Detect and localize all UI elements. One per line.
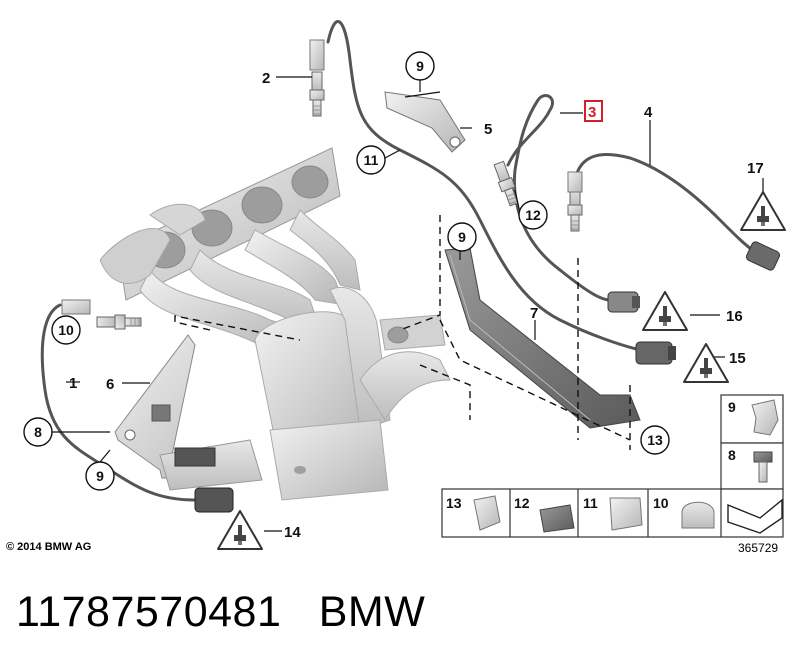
svg-text:9: 9	[416, 58, 424, 74]
legend-8: 8	[728, 447, 736, 463]
clip-12-icon	[539, 504, 575, 533]
callout-17: 17	[747, 160, 764, 177]
bracket-6	[114, 334, 263, 491]
svg-text:9: 9	[458, 229, 466, 245]
svg-text:8: 8	[34, 424, 42, 440]
clip-9-icon	[751, 399, 779, 436]
callout-3-highlight	[584, 100, 603, 122]
callout-7: 7	[530, 305, 538, 322]
part-caption: 11787570481 BMW	[16, 588, 425, 637]
svg-text:9: 9	[96, 468, 104, 484]
connector-17	[745, 241, 781, 271]
callout-5: 5	[484, 121, 492, 138]
drawing-number: 365729	[738, 541, 779, 555]
legend-12: 12	[514, 495, 530, 511]
clip-13-icon	[473, 495, 501, 531]
callout-8: 8	[23, 417, 53, 447]
bracket-7	[444, 247, 641, 429]
catalytic-converter	[254, 286, 451, 501]
callout-9-top: 9	[405, 51, 435, 81]
arrow-shape-icon	[727, 498, 783, 534]
sensor-2	[309, 39, 325, 117]
callout-14: 14	[284, 524, 301, 541]
callout-10: 10	[51, 315, 81, 345]
callout-6: 6	[106, 376, 114, 393]
connector-16	[607, 291, 640, 313]
callout-9-mid: 9	[447, 222, 477, 252]
svg-text:11: 11	[364, 152, 379, 168]
legend-11: 11	[583, 495, 598, 511]
warning-icon	[217, 510, 263, 550]
legend-9: 9	[728, 399, 736, 415]
callout-2: 2	[262, 70, 270, 87]
copyright-notice: © 2014 BMW AG	[6, 541, 92, 553]
callout-16: 16	[726, 308, 743, 325]
exhaust-manifold	[99, 147, 361, 351]
legend-13: 13	[446, 495, 462, 511]
svg-text:12: 12	[525, 207, 541, 223]
callout-11: 11	[356, 145, 386, 175]
legend-10: 10	[653, 495, 669, 511]
sensor-4	[567, 171, 583, 232]
clip-11-icon	[609, 497, 643, 531]
exploded-parts-diagram: 2 3 4 5 6 7 1 17 16 15 14 9 11 12 9 10 8…	[23, 20, 786, 550]
callout-3: 3	[588, 104, 596, 121]
svg-text:13: 13	[647, 432, 663, 448]
callout-12: 12	[518, 200, 548, 230]
sensor-1	[61, 299, 142, 330]
warning-icon	[740, 191, 786, 231]
callout-9-bottom: 9	[85, 461, 115, 491]
callout-15: 15	[729, 350, 746, 367]
bolt-8-icon	[753, 451, 773, 483]
warning-icon	[642, 291, 688, 331]
assembly-guide-lines	[174, 215, 631, 450]
warning-icon	[683, 343, 729, 383]
connector-15	[635, 341, 676, 365]
callout-1: 1	[69, 375, 77, 392]
callout-4: 4	[644, 104, 653, 121]
part-number: 11787570481	[16, 588, 282, 636]
svg-text:10: 10	[58, 322, 74, 338]
connector-14	[194, 487, 234, 513]
brand-name: BMW	[318, 588, 426, 636]
parts-legend: 9 8 13 12 11 10	[441, 394, 784, 538]
callout-13: 13	[640, 425, 670, 455]
leader-lines	[52, 76, 764, 532]
bracket-5	[384, 91, 466, 153]
sensor-cables	[40, 20, 757, 502]
clamp-10-icon	[681, 501, 715, 529]
